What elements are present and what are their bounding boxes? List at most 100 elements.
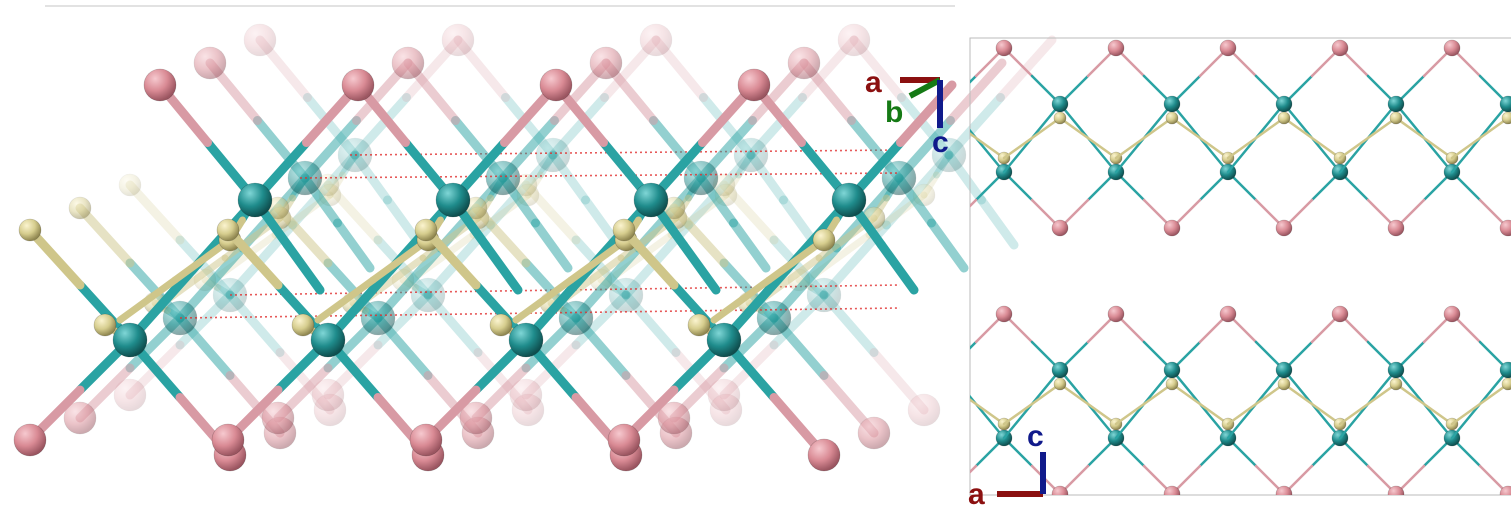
- yellow-atom: [942, 378, 954, 390]
- pink-atom: [607, 423, 641, 457]
- pink-atom: [13, 423, 47, 457]
- bond: [765, 236, 828, 284]
- pink-atom: [1443, 39, 1461, 57]
- yellow-atom: [1277, 377, 1291, 391]
- bond: [125, 180, 185, 245]
- yellow-atom: [291, 313, 315, 337]
- pink-atom: [143, 68, 177, 102]
- side-view-panel: [892, 37, 1511, 496]
- pink-atom: [1443, 305, 1461, 323]
- teal-atom: [881, 160, 917, 196]
- bond: [1338, 402, 1370, 440]
- pink-atom: [409, 423, 443, 457]
- bond: [896, 80, 957, 147]
- axis-b-arrow: [908, 77, 942, 99]
- bond: [521, 180, 581, 245]
- bond: [970, 128, 978, 140]
- bond: [223, 225, 283, 290]
- bond: [1114, 402, 1146, 440]
- teal-atom: [633, 182, 669, 218]
- bond: [314, 276, 377, 324]
- teal-atom: [237, 182, 273, 218]
- bond: [1450, 402, 1482, 426]
- bond: [1002, 402, 1034, 426]
- bond: [669, 203, 729, 268]
- pink-atom: [1331, 39, 1349, 57]
- yellow-atom: [216, 218, 240, 242]
- bond: [369, 236, 432, 284]
- yellow-atom: [18, 218, 42, 242]
- bond: [1226, 402, 1258, 440]
- bond: [25, 225, 85, 290]
- side-axis-c-label: c: [1027, 420, 1044, 453]
- teal-atom: [435, 182, 471, 218]
- pink-atom: [1051, 219, 1069, 237]
- teal-atom: [558, 300, 594, 336]
- yellow-atom: [1501, 111, 1511, 125]
- atom-plane: [13, 68, 957, 472]
- bond: [1226, 402, 1258, 426]
- teal-atom: [508, 322, 544, 358]
- pink-atom: [657, 401, 691, 435]
- pink-atom: [1499, 485, 1511, 495]
- pink-atom: [459, 401, 493, 435]
- bond: [1114, 136, 1146, 174]
- axis-c-label: c: [932, 126, 949, 159]
- bond: [283, 240, 325, 295]
- pink-atom: [1387, 219, 1405, 237]
- side-layer: [970, 39, 1511, 237]
- bond: [892, 314, 920, 342]
- bond: [1226, 136, 1258, 174]
- teal-atom: [1387, 361, 1405, 379]
- teal-atom: [756, 300, 792, 336]
- pink-atom: [341, 68, 375, 102]
- bond: [619, 225, 679, 290]
- pink-atom: [589, 46, 623, 80]
- bond: [1338, 136, 1370, 160]
- bond: [1002, 136, 1034, 160]
- bond: [877, 240, 919, 295]
- bond: [970, 198, 978, 208]
- teal-atom: [608, 277, 644, 313]
- teal-atom: [733, 137, 769, 173]
- pink-atom: [857, 416, 891, 450]
- bond: [567, 236, 630, 284]
- pink-atom: [1275, 219, 1293, 237]
- yellow-atom: [414, 218, 438, 242]
- pink-atom: [807, 438, 841, 472]
- bond: [920, 342, 948, 370]
- teal-atom: [310, 322, 346, 358]
- pink-atom: [1107, 305, 1125, 323]
- pink-atom: [311, 378, 345, 412]
- bond: [970, 398, 978, 406]
- yellow-atom: [68, 196, 92, 220]
- pink-atom: [113, 378, 147, 412]
- axis-b-label: b: [885, 96, 903, 129]
- bond: [1002, 136, 1034, 174]
- teal-atom: [1163, 361, 1181, 379]
- perspective-view: [13, 23, 1057, 472]
- bond: [481, 240, 523, 295]
- side-layers: [892, 39, 1511, 495]
- bond: [970, 74, 978, 84]
- side-axes-indicator: a c: [968, 420, 1046, 507]
- pink-atom: [211, 423, 245, 457]
- pink-atom: [243, 23, 277, 57]
- bond: [977, 195, 1019, 250]
- bond: [171, 236, 234, 284]
- teal-atom: [1275, 95, 1293, 113]
- side-layer: [892, 305, 1511, 495]
- pink-atom: [837, 23, 871, 57]
- bond: [273, 203, 333, 268]
- cell-edge-dotted: [299, 172, 901, 179]
- pink-atom: [1499, 219, 1511, 237]
- bond: [1450, 402, 1482, 440]
- teal-atom: [1275, 361, 1293, 379]
- yellow-atom: [118, 173, 142, 197]
- yellow-atom: [1053, 377, 1067, 391]
- bond: [323, 180, 383, 245]
- pink-atom: [787, 46, 821, 80]
- perspective-axes-indicator: a b c: [865, 66, 949, 159]
- bond: [729, 218, 771, 273]
- cell-edge-dotted: [349, 149, 901, 156]
